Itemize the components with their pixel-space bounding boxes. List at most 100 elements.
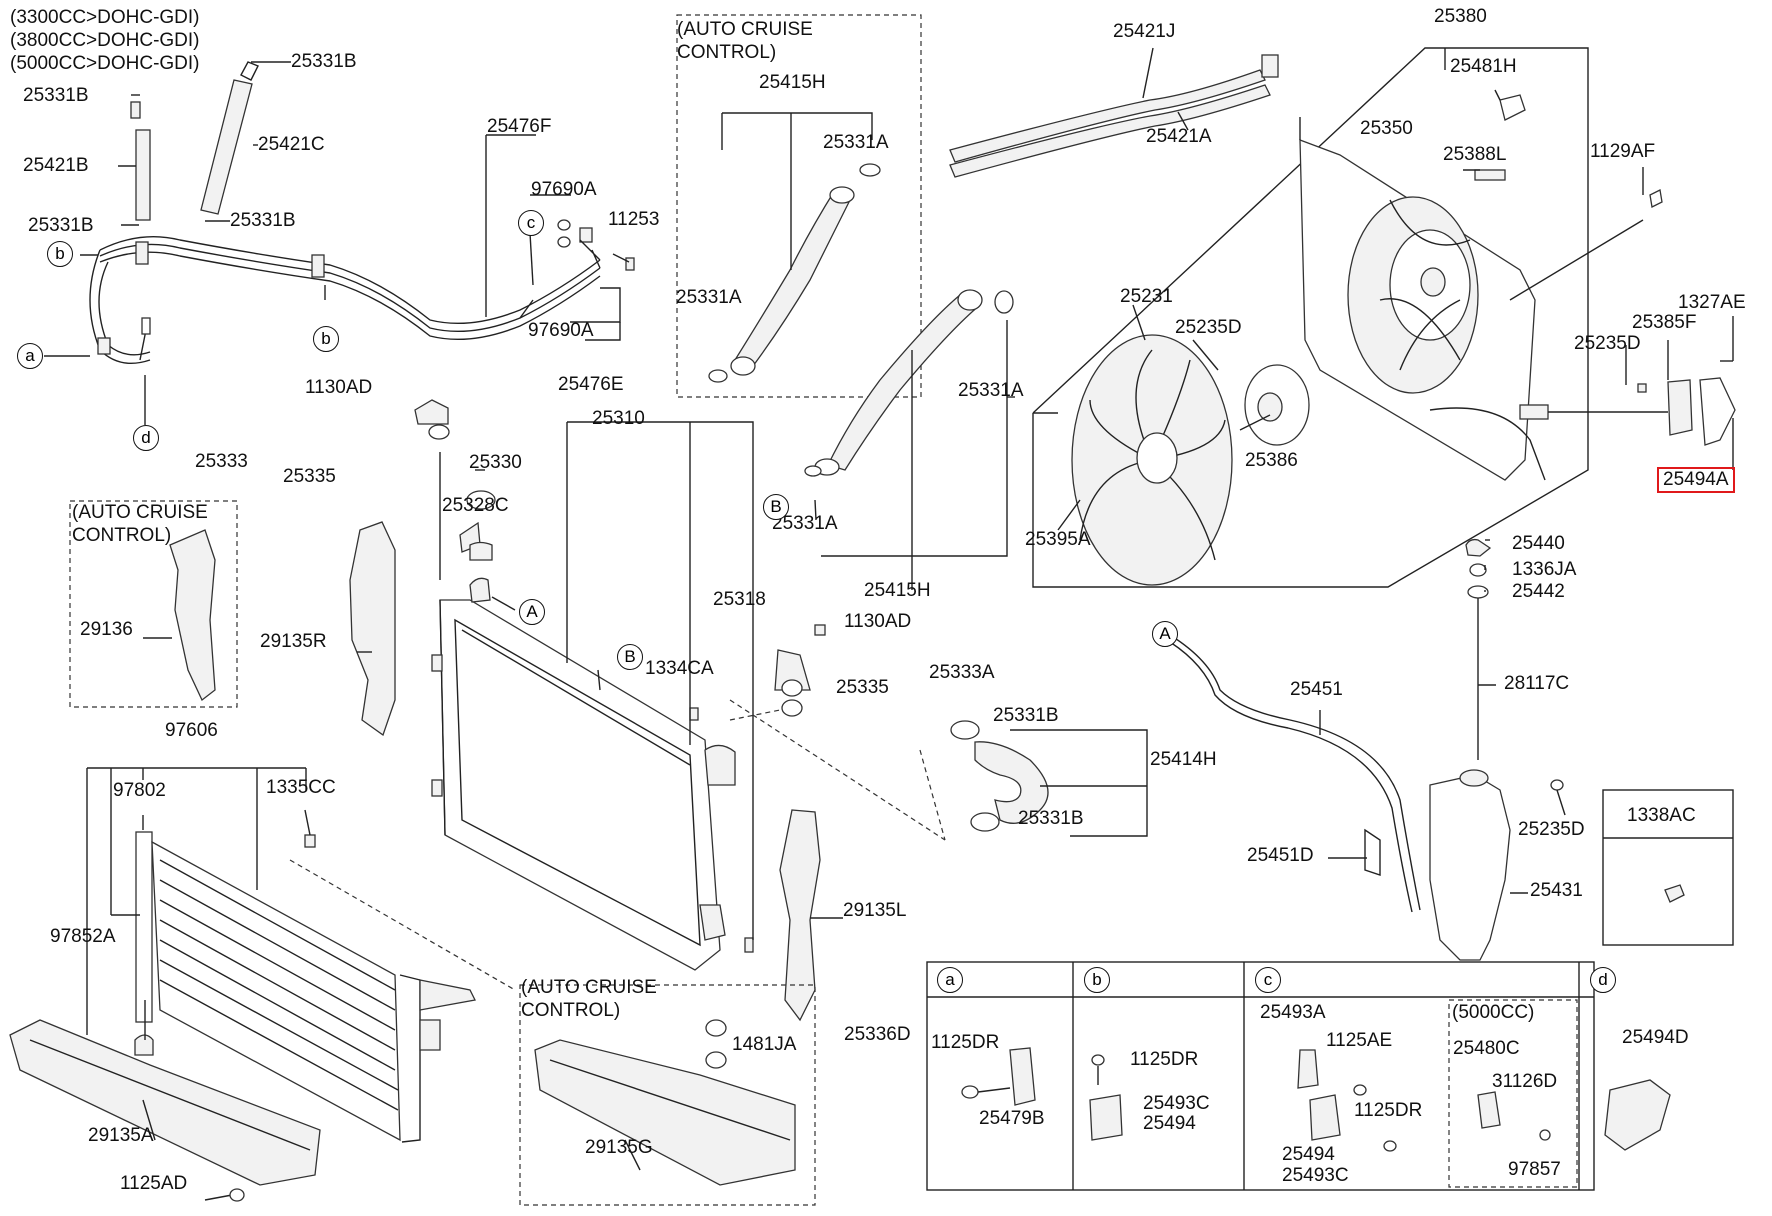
part-label[interactable]: 1481JA	[732, 1034, 797, 1055]
part-label[interactable]: 25331B	[291, 51, 357, 72]
part-label[interactable]: 25331B	[1018, 808, 1084, 829]
part-label[interactable]: 97690A	[531, 179, 597, 200]
part-label[interactable]: 25335	[283, 466, 336, 487]
intercooler-hose-upper	[708, 112, 881, 383]
part-label[interactable]: 25235D	[1574, 333, 1641, 354]
part-label[interactable]: 29136	[80, 619, 133, 640]
part-label[interactable]: 1334CA	[645, 658, 714, 679]
part-label[interactable]: 25494	[1143, 1113, 1196, 1134]
part-label[interactable]: 1125DR	[1130, 1049, 1199, 1070]
part-label[interactable]: 1125DR	[931, 1032, 1000, 1053]
part-label[interactable]: 1130AD	[844, 611, 912, 632]
part-label[interactable]: 29135A	[88, 1125, 154, 1146]
part-label[interactable]: 25350	[1360, 118, 1413, 139]
part-label[interactable]: 25395A	[1025, 529, 1091, 550]
hose-25414H	[950, 720, 1148, 837]
part-label[interactable]: 25333	[195, 451, 248, 472]
part-label[interactable]: 25335	[836, 677, 889, 698]
part-label[interactable]: 25421B	[23, 155, 89, 176]
part-label[interactable]: 25336D	[844, 1024, 911, 1045]
part-label[interactable]: 1336JA	[1512, 559, 1577, 580]
table-col-c: c	[1255, 967, 1281, 993]
callout-b[interactable]: b	[47, 241, 73, 267]
part-label[interactable]: 25415H	[864, 580, 931, 601]
part-label[interactable]: 25493C	[1143, 1093, 1210, 1114]
part-label[interactable]: 25235D	[1175, 317, 1242, 338]
part-label[interactable]: 25421J	[1113, 21, 1176, 42]
part-label[interactable]: 25415H	[759, 72, 826, 93]
part-label[interactable]: 1130AD	[305, 377, 373, 398]
part-label[interactable]: 25442	[1512, 581, 1565, 602]
part-label[interactable]: 25476E	[558, 374, 624, 395]
part-label[interactable]: 25440	[1512, 533, 1565, 554]
part-label[interactable]: 25331A	[823, 132, 889, 153]
part-label[interactable]: 97690A	[528, 320, 594, 341]
callout-A[interactable]: A	[519, 599, 545, 625]
callout-A[interactable]: A	[1152, 621, 1178, 647]
part-label[interactable]: 25476F	[487, 116, 552, 137]
part-label[interactable]: 25493C	[1282, 1165, 1349, 1186]
part-label[interactable]: 25451	[1290, 679, 1343, 700]
part-label[interactable]: 97852A	[50, 926, 116, 947]
part-label[interactable]: 29135G	[585, 1137, 653, 1158]
part-label[interactable]: 25414H	[1150, 749, 1217, 770]
part-label[interactable]: 1335CC	[266, 777, 336, 798]
part-label[interactable]: 1338AC	[1627, 805, 1696, 826]
part-label[interactable]: 25380	[1434, 6, 1487, 27]
part-label[interactable]: 31126D	[1492, 1071, 1558, 1092]
part-label[interactable]: 1327AE	[1678, 292, 1746, 313]
part-label[interactable]: 25421C	[258, 134, 325, 155]
part-label[interactable]: 29135R	[260, 631, 327, 652]
part-label[interactable]: 25231	[1120, 286, 1173, 307]
part-label[interactable]: 25494D	[1622, 1027, 1689, 1048]
callout-b[interactable]: b	[313, 326, 339, 352]
part-label[interactable]: 25479B	[979, 1108, 1045, 1129]
table-col-b: b	[1084, 967, 1110, 993]
part-label[interactable]: 25331A	[676, 287, 742, 308]
callout-c[interactable]: c	[518, 210, 544, 236]
part-label[interactable]: 25331B	[23, 85, 89, 106]
part-label[interactable]: 11253	[608, 209, 660, 230]
part-label[interactable]: 25318	[713, 589, 766, 610]
callout-a[interactable]: a	[17, 343, 43, 369]
part-label[interactable]: 1125AE	[1326, 1030, 1393, 1051]
callout-B[interactable]: B	[617, 644, 643, 670]
part-label[interactable]: 97802	[113, 780, 166, 801]
part-label[interactable]: 1129AF	[1590, 141, 1656, 162]
radiator-core	[414, 399, 946, 1069]
engine-note-3: (5000CC>DOHC-GDI)	[10, 53, 200, 74]
part-label[interactable]: 25333A	[929, 662, 995, 683]
part-label[interactable]: 1125DR	[1354, 1100, 1423, 1121]
part-label[interactable]: 25330	[469, 452, 522, 473]
part-label[interactable]: 25421A	[1146, 126, 1212, 147]
part-label-highlighted[interactable]: 25494A	[1657, 467, 1735, 493]
part-label[interactable]: 97857	[1508, 1159, 1561, 1180]
part-label[interactable]: 25385F	[1632, 312, 1697, 333]
callout-d[interactable]: d	[133, 425, 159, 451]
part-label[interactable]: 25431	[1530, 880, 1583, 901]
part-label[interactable]: 25328C	[442, 495, 509, 516]
part-label[interactable]: 25480C	[1453, 1038, 1520, 1059]
part-label[interactable]: 25388L	[1443, 144, 1507, 165]
part-label[interactable]: 28117C	[1504, 673, 1570, 694]
part-label[interactable]: 97606	[165, 720, 218, 741]
part-label[interactable]: 25481H	[1450, 56, 1517, 77]
auto-cruise-box-hose	[676, 14, 922, 398]
callout-B[interactable]: B	[763, 494, 789, 520]
part-label[interactable]: 25331B	[28, 215, 94, 236]
part-label[interactable]: 25331A	[772, 513, 838, 534]
fan-shroud-assembly	[1032, 47, 1736, 588]
part-label[interactable]: 25331A	[958, 380, 1024, 401]
part-label[interactable]: 1125AD	[120, 1173, 188, 1194]
part-label[interactable]: 25493A	[1260, 1002, 1326, 1023]
part-label[interactable]: 25331B	[993, 705, 1059, 726]
part-label[interactable]: 25331B	[230, 210, 296, 231]
part-label[interactable]: 25451D	[1247, 845, 1314, 866]
lower-shields	[9, 1019, 796, 1202]
part-label[interactable]: 25494	[1282, 1144, 1335, 1165]
part-label[interactable]: 25235D	[1518, 819, 1585, 840]
part-label[interactable]: 25386	[1245, 450, 1298, 471]
part-label[interactable]: 25310	[592, 408, 645, 429]
part-label[interactable]: 29135L	[843, 900, 907, 921]
